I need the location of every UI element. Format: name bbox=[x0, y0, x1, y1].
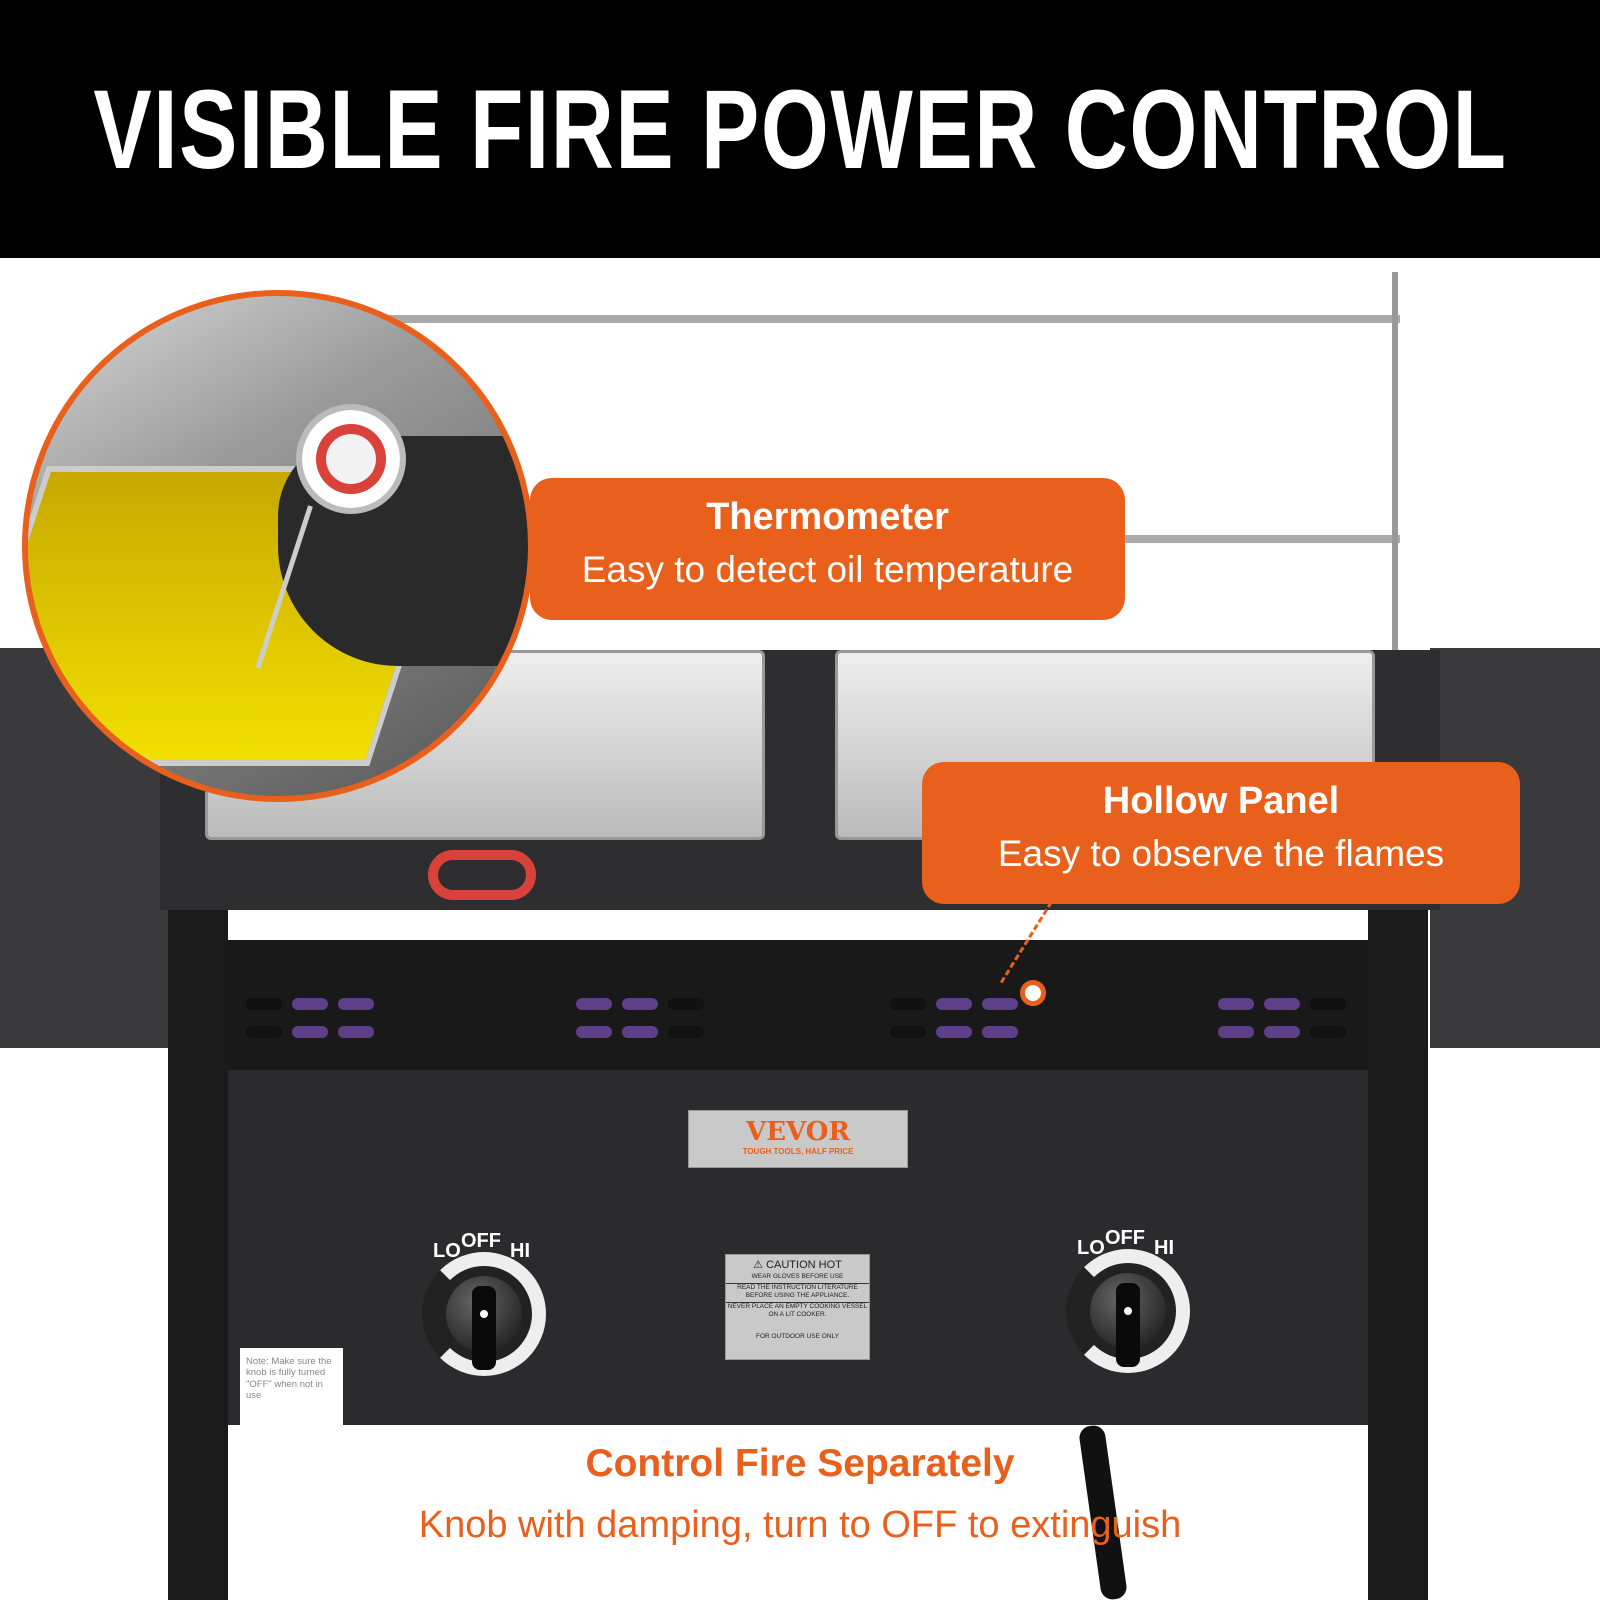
left-knob-hi-label: HI bbox=[510, 1240, 530, 1262]
callout-title: Thermometer bbox=[706, 496, 949, 538]
left-leg bbox=[168, 910, 228, 1600]
bottom-title: Control Fire Separately bbox=[585, 1442, 1015, 1485]
vent-slot bbox=[246, 1026, 282, 1038]
thermometer-dial-icon bbox=[296, 404, 406, 514]
thermometer-inset bbox=[22, 290, 534, 802]
caution-line: FOR OUTDOOR USE ONLY bbox=[756, 1333, 839, 1341]
vent-slot bbox=[890, 998, 926, 1010]
bottom-subtitle: Knob with damping, turn to OFF to exting… bbox=[418, 1504, 1182, 1546]
vent-slot bbox=[982, 1026, 1018, 1038]
callout-subtitle: Easy to detect oil temperature bbox=[581, 549, 1074, 590]
vent-slot bbox=[936, 1026, 972, 1038]
vent-slot bbox=[1310, 1026, 1346, 1038]
vent-slot bbox=[668, 1026, 704, 1038]
note-label: Note: Make sure the knob is fully turned… bbox=[240, 1348, 343, 1428]
header-banner: VISIBLE FIRE POWER CONTROL bbox=[0, 0, 1600, 258]
hollow-panel-callout: Hollow Panel Easy to observe the flames bbox=[922, 762, 1520, 904]
vent-slot bbox=[1264, 998, 1300, 1010]
callout-pointer-dot bbox=[1020, 980, 1046, 1006]
vent-slot bbox=[936, 998, 972, 1010]
vent-slot bbox=[338, 1026, 374, 1038]
vent-slot bbox=[1264, 1026, 1300, 1038]
vent-slot bbox=[982, 998, 1018, 1010]
right-burner-knob[interactable] bbox=[1066, 1249, 1190, 1373]
vent-slot bbox=[338, 998, 374, 1010]
vent-slot bbox=[622, 998, 658, 1010]
right-knob-lo-label: LO bbox=[1077, 1237, 1105, 1259]
right-leg bbox=[1368, 910, 1428, 1600]
page-title: VISIBLE FIRE POWER CONTROL bbox=[92, 66, 1508, 192]
back-rail-lower bbox=[1100, 535, 1400, 543]
brand-logo: VEVOR bbox=[746, 1117, 850, 1147]
vent-slot bbox=[1310, 998, 1346, 1010]
red-handle bbox=[428, 850, 536, 900]
brand-plate: VEVOR TOUGH TOOLS, HALF PRICE bbox=[688, 1110, 908, 1168]
left-knob-lo-label: LO bbox=[433, 1240, 461, 1262]
caution-line: READ THE INSTRUCTION LITERATURE BEFORE U… bbox=[726, 1282, 869, 1300]
callout-title: Hollow Panel bbox=[1102, 780, 1340, 822]
vent-slot bbox=[292, 1026, 328, 1038]
vent-slot bbox=[668, 998, 704, 1010]
vent-slot bbox=[1218, 998, 1254, 1010]
thermometer-callout: Thermometer Easy to detect oil temperatu… bbox=[530, 478, 1125, 620]
caution-line: NEVER PLACE AN EMPTY COOKING VESSEL ON A… bbox=[726, 1302, 869, 1319]
right-knob-off-label: OFF bbox=[1105, 1227, 1145, 1249]
left-burner-knob[interactable] bbox=[422, 1252, 546, 1376]
vent-slot bbox=[246, 998, 282, 1010]
vent-slot bbox=[576, 1026, 612, 1038]
vent-slot bbox=[890, 1026, 926, 1038]
brand-tagline: TOUGH TOOLS, HALF PRICE bbox=[742, 1147, 854, 1156]
rail-post bbox=[1392, 272, 1398, 662]
vent-slot bbox=[622, 1026, 658, 1038]
right-knob-hi-label: HI bbox=[1154, 1237, 1174, 1259]
caution-label: ⚠ CAUTION HOT WEAR GLOVES BEFORE USE REA… bbox=[725, 1254, 870, 1360]
vent-slot bbox=[576, 998, 612, 1010]
vent-slot bbox=[1218, 1026, 1254, 1038]
vent-panel bbox=[228, 940, 1368, 1070]
caution-line: WEAR GLOVES BEFORE USE bbox=[751, 1272, 844, 1280]
vent-slot bbox=[292, 998, 328, 1010]
callout-subtitle: Easy to observe the flames bbox=[997, 833, 1445, 874]
caution-title: ⚠ CAUTION HOT bbox=[753, 1259, 842, 1271]
back-rail bbox=[200, 315, 1400, 323]
left-knob-off-label: OFF bbox=[461, 1230, 501, 1252]
